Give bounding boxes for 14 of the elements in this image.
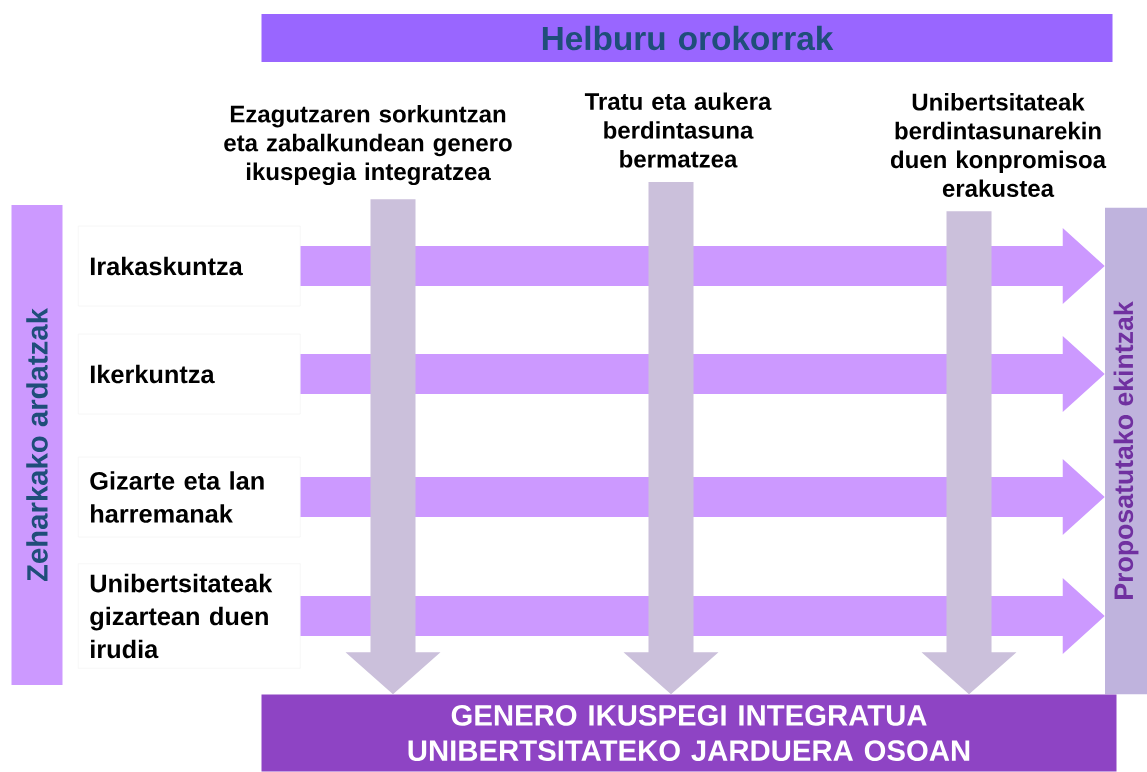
axis-label: Irakaskuntza (78, 225, 301, 307)
block-arrow (623, 181, 719, 695)
axis-label: Ikerkuntza (78, 333, 301, 415)
axis-band: Zeharkako ardatzak (11, 205, 63, 685)
axis-label: Gizarte eta lan harremanak (78, 456, 301, 538)
title-band: Helburu orokorrak (261, 14, 1113, 62)
goal-text: Tratu eta aukera berdintasuna bermatzea (584, 92, 772, 168)
result-band: GENERO IKUSPEGI INTEGRATUA UNIBERTSITATEKO JARDUERA OSOAN (261, 694, 1117, 772)
goal-text: Unibertsitateak berdintasunarekin duen konpromisoa erakustea (891, 93, 1107, 197)
goal-text: Ezagutzaren sorkuntzan eta zabalkundean genero ikuspegia integratzea (224, 104, 512, 186)
block-arrow (345, 199, 441, 695)
axis-label: Unibertsitateak gizartean duen irudia (78, 563, 301, 669)
actions-band: Proposatutako ekintzak (1105, 207, 1147, 695)
block-arrow (921, 211, 1017, 695)
